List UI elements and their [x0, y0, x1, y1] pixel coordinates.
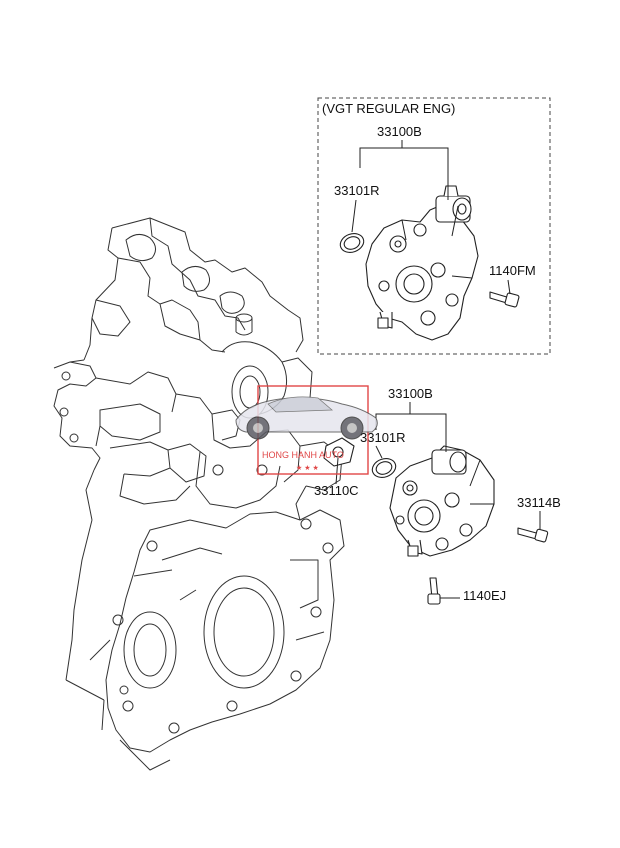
label-1140ej: 1140EJ — [463, 588, 506, 603]
vgt-regular-eng-box: (VGT REGULAR ENG) — [317, 97, 551, 355]
car-logo-icon — [235, 396, 378, 440]
label-33110c: 33110C — [314, 483, 359, 498]
high-pressure-pump-top — [365, 185, 479, 341]
high-pressure-pump — [389, 445, 495, 557]
label-33114b: 33114B — [517, 495, 561, 510]
label-33101r: 33101R — [360, 430, 406, 445]
watermark: HONG HANH AUTO ★ ★ ★ — [235, 385, 378, 475]
watermark-stars: ★ ★ ★ — [296, 464, 319, 472]
gasket — [323, 437, 355, 467]
bolt-side — [517, 527, 549, 543]
engine-block — [53, 217, 345, 771]
label-1140fm: 1140FM — [489, 263, 536, 278]
label-33101r-top: 33101R — [334, 183, 380, 198]
bolt-bottom — [427, 577, 441, 605]
label-33100b: 33100B — [388, 386, 433, 401]
box-title: (VGT REGULAR ENG) — [322, 101, 455, 116]
label-33100b-top: 33100B — [377, 124, 422, 139]
bolt-top — [489, 291, 520, 308]
watermark-text: HONG HANH AUTO — [262, 450, 344, 460]
